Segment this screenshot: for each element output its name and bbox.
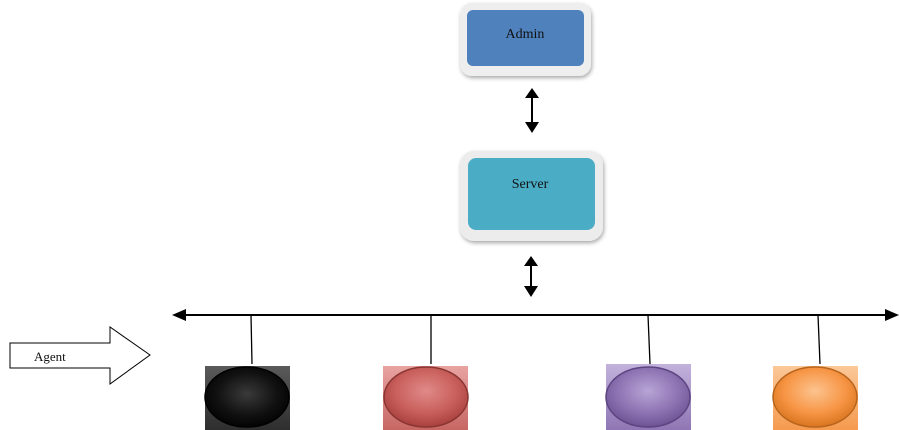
client-node-3 (605, 364, 691, 430)
client-node-1 (204, 366, 290, 430)
server-box (468, 158, 595, 230)
client-ellipse (605, 366, 691, 428)
admin-label: Admin (506, 27, 545, 42)
drop-line-3 (647, 314, 651, 365)
server-bus-arrow (524, 256, 538, 297)
drop-line-4 (817, 314, 821, 365)
server-label: Server (512, 177, 549, 192)
agent-arrow-shape (9, 326, 151, 385)
bus-drop-lines (250, 314, 821, 365)
client-node-4 (772, 366, 858, 430)
drop-line-1 (250, 314, 253, 365)
agent-arrow: Agent (9, 326, 151, 385)
client-ellipse (204, 366, 290, 428)
client-node-2 (383, 366, 469, 430)
network-bus (172, 309, 899, 321)
admin-node: Admin (460, 3, 591, 76)
agent-label: Agent (34, 349, 66, 364)
admin-box (467, 10, 584, 66)
client-ellipse (383, 366, 469, 428)
admin-server-arrow (525, 88, 539, 133)
client-ellipse (772, 366, 858, 428)
server-node: Server (460, 151, 603, 241)
